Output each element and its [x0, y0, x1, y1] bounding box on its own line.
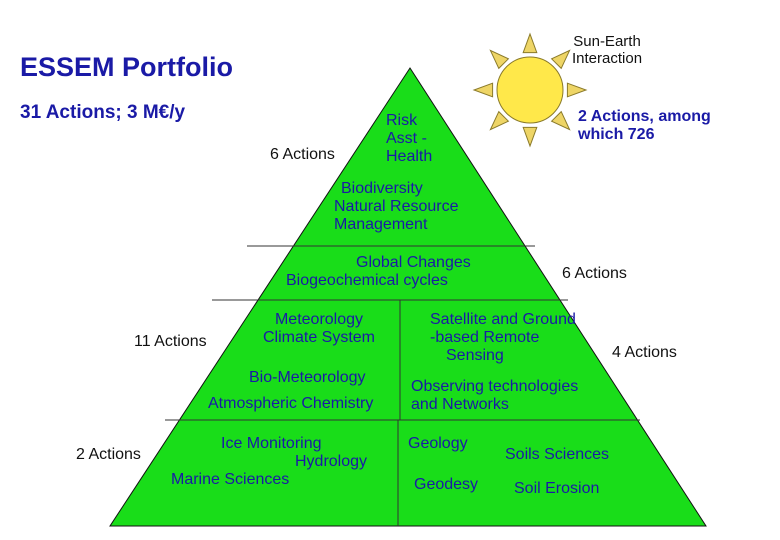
sun-ray [550, 49, 571, 70]
ice-hydrology-marine-label: Ice Monitoring Hydrology Marine Sciences [171, 435, 368, 488]
actions-count-global: 6 Actions [562, 265, 627, 282]
soil-erosion-label: Soil Erosion [514, 480, 600, 497]
biometeorology-label: Bio-Meteorology [249, 369, 366, 386]
page-title: ESSEM Portfolio [20, 52, 234, 82]
observing-networks-label: Observing technologies and Networks [411, 378, 579, 413]
geology-label: Geology [408, 435, 468, 452]
actions-count-bottom: 2 Actions [76, 446, 141, 463]
page-subtitle: 31 Actions; 3 M€/y [20, 102, 186, 123]
atmospheric-chemistry-label: Atmospheric Chemistry [208, 395, 374, 412]
sun-ray [489, 49, 510, 70]
sun-ray [472, 82, 494, 98]
sun-ray [566, 82, 588, 98]
risk-health-label: Risk Asst - Health [386, 112, 433, 165]
meteorology-label: Meteorology Climate System [262, 311, 376, 346]
pyramid [109, 67, 707, 527]
actions-count-risk: 6 Actions [270, 146, 335, 163]
sun-ray [522, 32, 538, 54]
sun-ray [550, 110, 571, 131]
geodesy-label: Geodesy [414, 476, 479, 493]
sun-ray [489, 110, 510, 131]
actions-count-satellite: 4 Actions [612, 344, 677, 361]
sun-icon [472, 32, 588, 148]
sun-label: Sun-Earth Interaction [572, 33, 643, 67]
remote-sensing-label: Satellite and Ground -based Remote Sensi… [430, 311, 576, 364]
sun-ray [522, 126, 538, 148]
global-changes-label: Global Changes Biogeochemical cycles [286, 254, 471, 289]
biodiversity-label: Biodiversity Natural Resource Management [334, 180, 459, 233]
actions-count-top-right: 2 Actions, among which 726 [578, 108, 711, 143]
soils-sciences-label: Soils Sciences [505, 446, 610, 463]
actions-count-meteo: 11 Actions [134, 333, 207, 350]
